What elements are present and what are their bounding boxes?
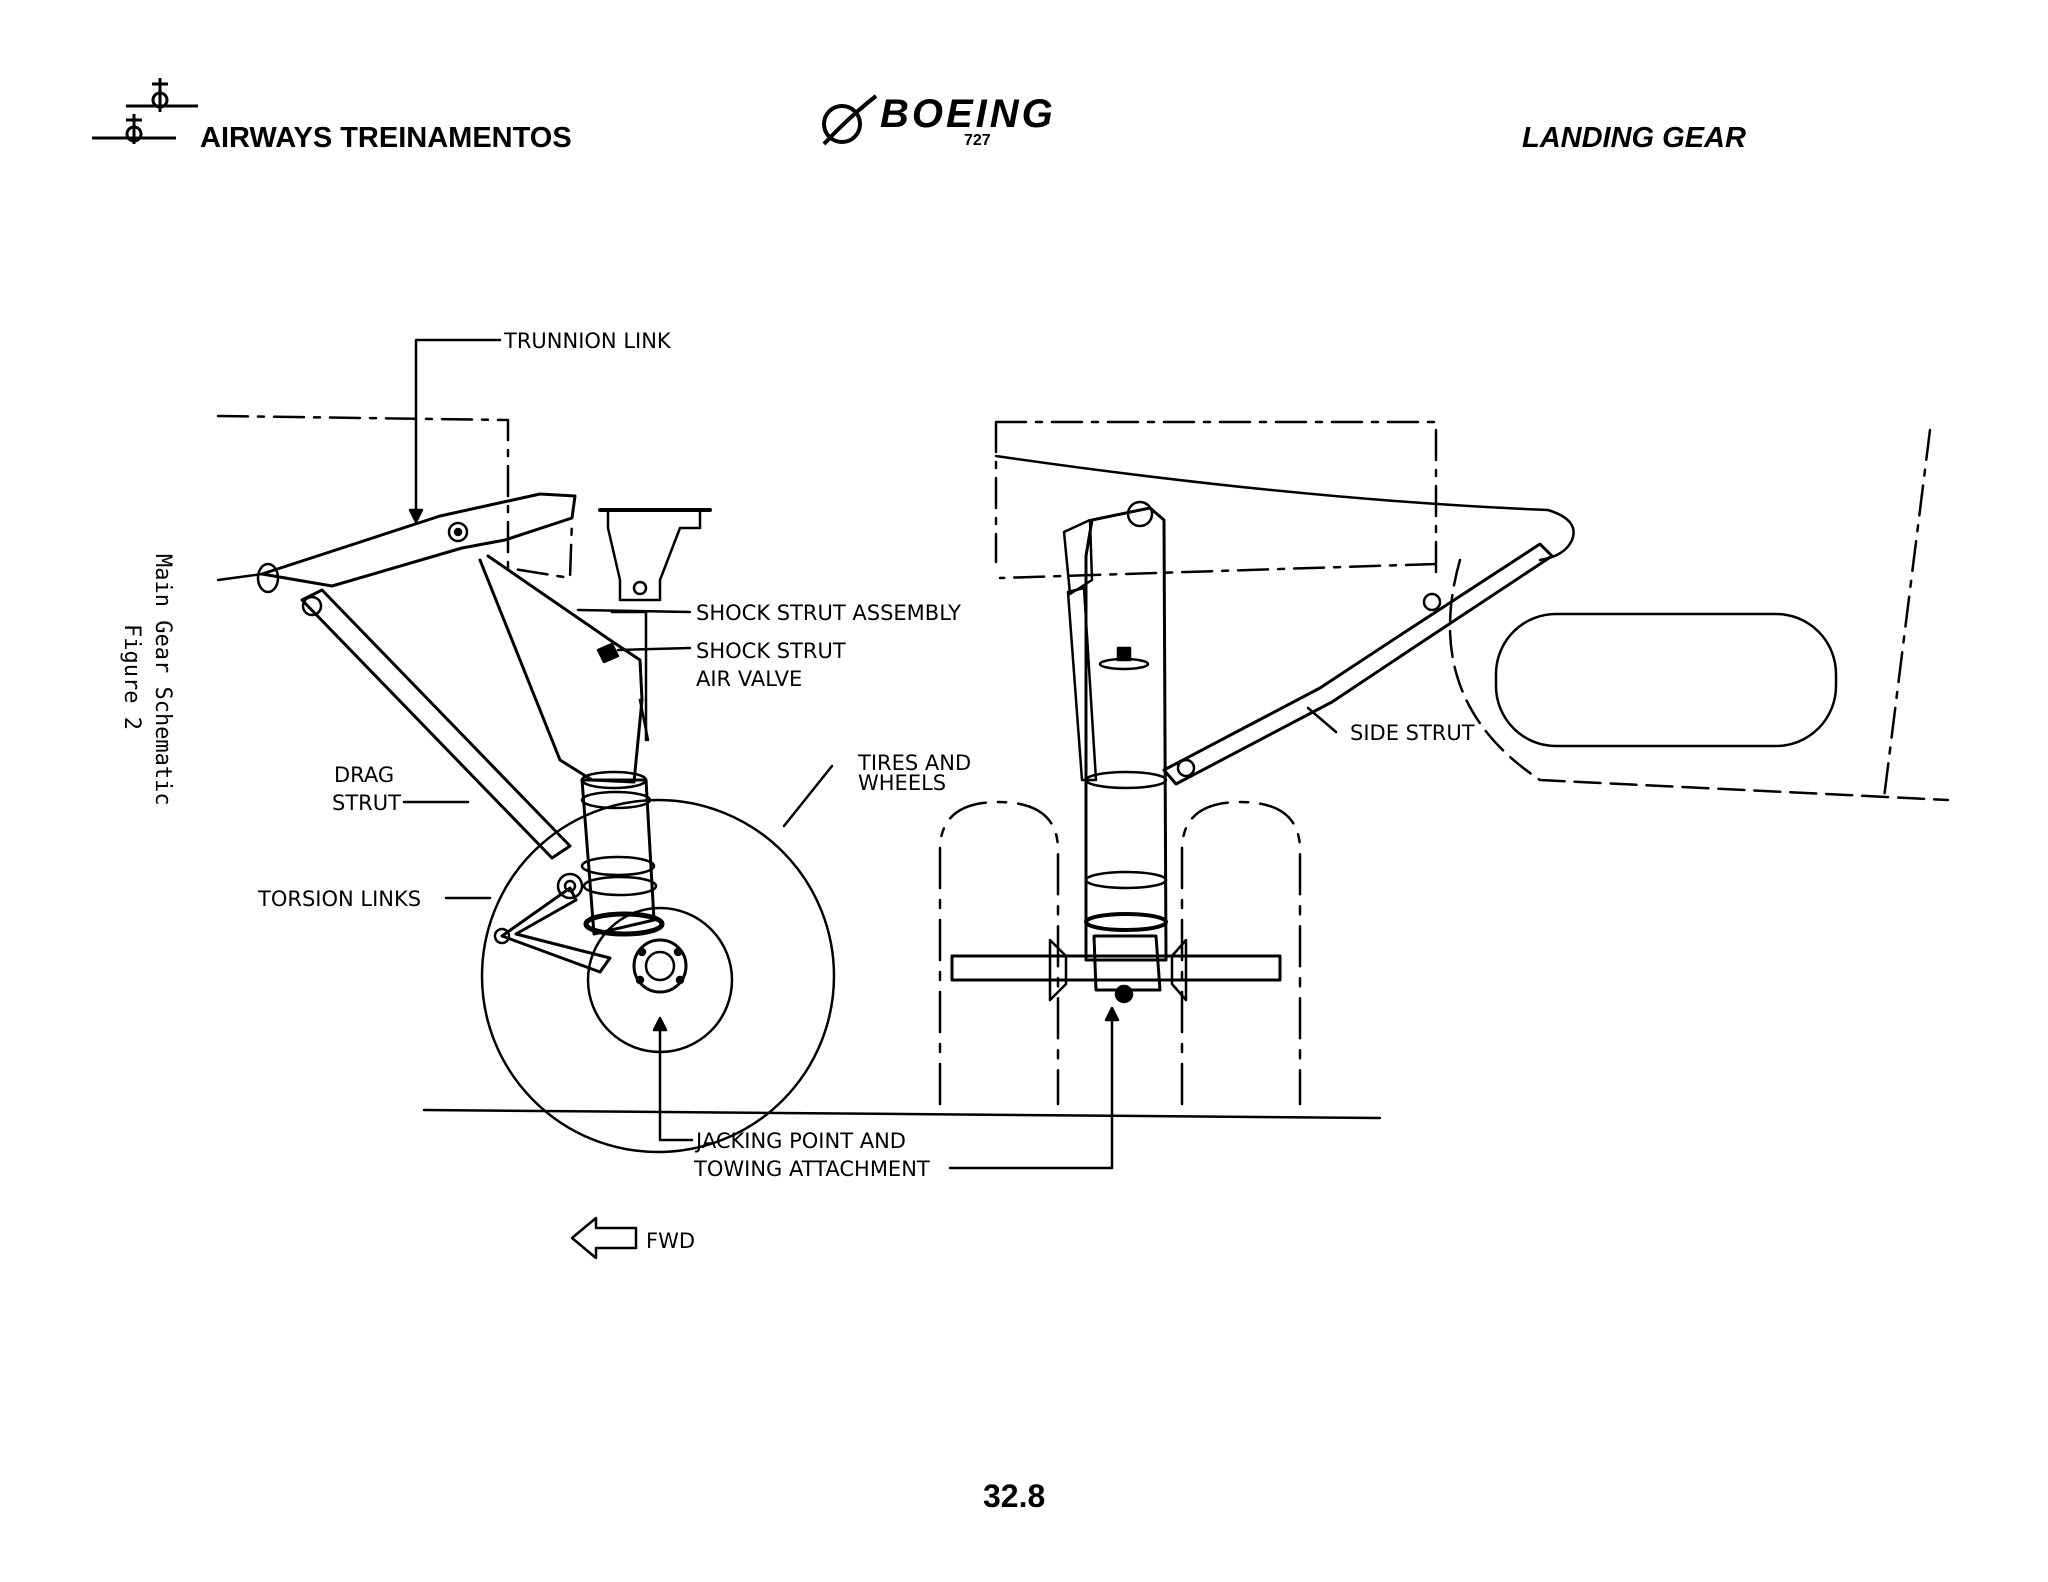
trunnion-link <box>260 492 577 588</box>
axle-beam <box>950 954 1282 982</box>
airplane-icon <box>92 114 176 144</box>
label-drag: DRAG <box>334 763 394 787</box>
label-tires-and: TIRES AND <box>857 751 971 775</box>
wing-structure-outline <box>216 414 574 580</box>
label-torsion-links: TORSION LINKS <box>257 887 421 911</box>
brand-name: BOEING <box>880 92 1056 136</box>
front-tire-left <box>938 800 1060 1106</box>
leader-jacking-left <box>658 1020 694 1142</box>
tire <box>480 798 836 1154</box>
label-jacking-point: JACKING POINT AND <box>694 1129 906 1153</box>
model-number: 727 <box>964 132 991 149</box>
label-air-valve: AIR VALVE <box>696 667 802 691</box>
leader-side-strut <box>1306 706 1338 734</box>
company-name: AIRWAYS TREINAMENTOS <box>200 122 572 154</box>
fuselage-outline <box>994 420 1438 584</box>
ground-line <box>422 1108 1382 1120</box>
torsion-links <box>500 886 612 974</box>
leader-tires <box>782 764 834 828</box>
drag-strut <box>300 588 572 860</box>
section-title: LANDING GEAR <box>1522 122 1746 154</box>
airplane-icon <box>126 78 198 112</box>
label-strut: STRUT <box>332 791 401 815</box>
leader-jacking-right <box>948 1008 1114 1170</box>
leader-trunnion-link <box>414 338 502 520</box>
label-towing-attachment: TOWING ATTACHMENT <box>693 1157 930 1181</box>
label-shock-strut: SHOCK STRUT <box>696 639 846 663</box>
airways-logo <box>92 78 198 144</box>
label-side-strut: SIDE STRUT <box>1350 721 1475 745</box>
side-strut <box>1162 542 1554 786</box>
wheel-well-window <box>1494 612 1838 748</box>
front-tire-right <box>1180 800 1302 1106</box>
page-number: 32.8 <box>983 1478 1046 1514</box>
leader-shock-strut-assembly <box>576 608 692 614</box>
shock-strut <box>478 554 644 784</box>
label-wheels: WHEELS <box>858 771 946 795</box>
label-trunnion-link: TRUNNION LINK <box>503 329 672 353</box>
fwd-arrow-icon <box>570 1216 638 1260</box>
air-valve <box>596 642 620 664</box>
boeing-logo-icon <box>822 94 878 146</box>
label-fwd: FWD <box>646 1229 695 1253</box>
upper-fitting <box>606 508 702 602</box>
leader-air-valve <box>616 646 692 652</box>
label-shock-strut-assembly: SHOCK STRUT ASSEMBLY <box>696 601 961 625</box>
